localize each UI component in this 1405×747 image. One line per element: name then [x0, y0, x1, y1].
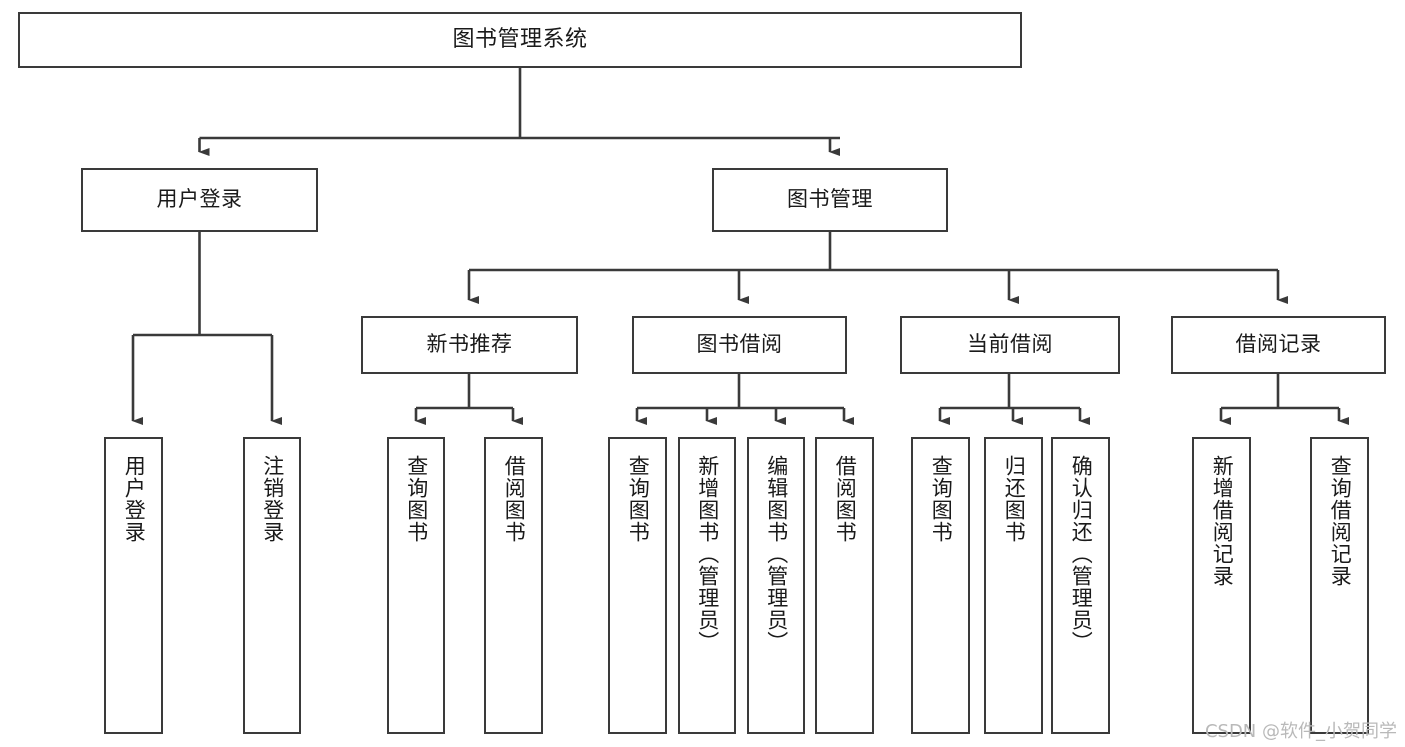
node-leaf-label: 查询借阅记录 [1328, 455, 1353, 587]
node-leaf-query-book-a[interactable]: 查询图书 [387, 437, 445, 734]
node-leaf-label: 查询图书 [626, 455, 651, 543]
node-book-borrow-label: 图书借阅 [696, 332, 783, 357]
node-book-manage[interactable]: 图书管理 [712, 168, 948, 232]
node-user-login-label: 用户登录 [156, 187, 243, 212]
node-borrow-record[interactable]: 借阅记录 [1171, 316, 1386, 374]
node-new-book-recommend-label: 新书推荐 [426, 332, 513, 357]
node-book-borrow[interactable]: 图书借阅 [632, 316, 847, 374]
node-leaf-add-book[interactable]: 新增图书（管理员） [678, 437, 736, 734]
node-book-manage-label: 图书管理 [787, 187, 873, 212]
node-new-book-recommend[interactable]: 新书推荐 [361, 316, 578, 374]
node-leaf-label: 编辑图书（管理员） [764, 455, 789, 653]
node-leaf-query-book-c[interactable]: 查询图书 [911, 437, 970, 734]
node-leaf-confirm-return[interactable]: 确认归还（管理员） [1051, 437, 1110, 734]
node-leaf-edit-book[interactable]: 编辑图书（管理员） [747, 437, 805, 734]
node-leaf-query-book-b[interactable]: 查询图书 [608, 437, 667, 734]
node-leaf-label: 用户登录 [122, 455, 147, 543]
node-leaf-label: 注销登录 [260, 455, 285, 543]
node-leaf-query-record[interactable]: 查询借阅记录 [1310, 437, 1369, 734]
node-leaf-label: 借阅图书 [833, 455, 858, 543]
node-current-borrow[interactable]: 当前借阅 [900, 316, 1120, 374]
node-leaf-borrow-book-a[interactable]: 借阅图书 [484, 437, 543, 734]
node-root-label: 图书管理系统 [452, 26, 588, 52]
node-leaf-label: 新增图书（管理员） [695, 455, 720, 653]
node-borrow-record-label: 借阅记录 [1235, 332, 1322, 357]
node-leaf-label: 借阅图书 [502, 455, 527, 543]
node-leaf-borrow-book-b[interactable]: 借阅图书 [815, 437, 874, 734]
node-leaf-label: 查询图书 [404, 455, 429, 543]
node-root-book-management-system[interactable]: 图书管理系统 [18, 12, 1022, 68]
node-leaf-label: 归还图书 [1002, 455, 1027, 543]
node-leaf-label: 新增借阅记录 [1210, 455, 1235, 587]
node-leaf-return-book[interactable]: 归还图书 [984, 437, 1043, 734]
node-leaf-add-record[interactable]: 新增借阅记录 [1192, 437, 1251, 734]
watermark-text: CSDN @软件_小贺同学 [1204, 721, 1397, 742]
node-current-borrow-label: 当前借阅 [967, 332, 1053, 357]
node-user-login[interactable]: 用户登录 [81, 168, 318, 232]
node-leaf-label: 确认归还（管理员） [1069, 455, 1094, 653]
node-leaf-user-login[interactable]: 用户登录 [104, 437, 163, 734]
node-leaf-logout[interactable]: 注销登录 [243, 437, 301, 734]
node-leaf-label: 查询图书 [929, 455, 954, 543]
